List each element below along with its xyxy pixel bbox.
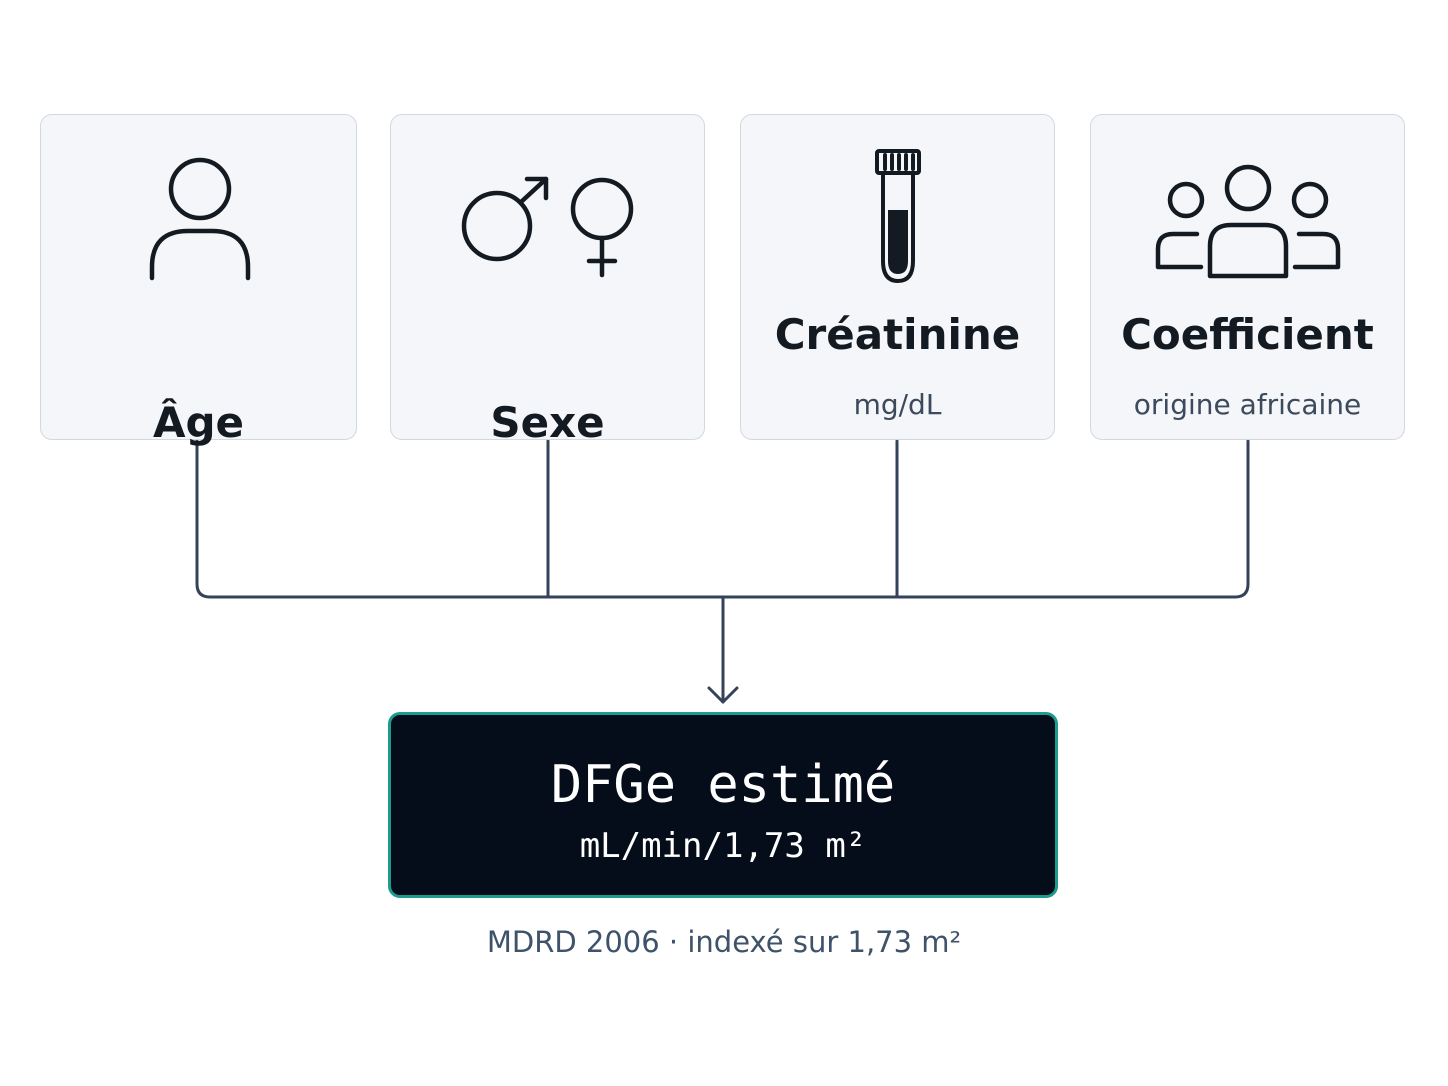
- card-title: Coefficient: [1121, 310, 1374, 359]
- card-coefficient: Coefficient origine africaine: [1090, 114, 1405, 440]
- connector-coefficient: [546, 439, 1250, 599]
- result-unit: mL/min/1,73 m²: [579, 826, 867, 866]
- gender-symbols-icon: [391, 115, 704, 295]
- person-icon: [41, 115, 356, 295]
- result-box: DFGe estimé mL/min/1,73 m²: [388, 712, 1058, 898]
- card-subtitle: mg/dL: [853, 388, 942, 421]
- footnote: MDRD 2006 · indexé sur 1,73 m²: [486, 925, 962, 959]
- connector-arrow-head: [707, 686, 739, 704]
- card-title: Sexe: [490, 398, 605, 447]
- card-age: Âge: [40, 114, 357, 444]
- card-subtitle: origine africaine: [1133, 388, 1362, 421]
- card-title: Créatinine: [774, 310, 1021, 359]
- card-sexe: Sexe: [390, 114, 705, 444]
- card-title: Âge: [152, 398, 245, 447]
- connector-age: [195, 439, 550, 599]
- result-title: DFGe estimé: [550, 755, 896, 815]
- test-tube-icon: [741, 115, 1054, 295]
- card-creatinine: Créatinine mg/dL: [740, 114, 1055, 440]
- group-icon: [1091, 115, 1404, 295]
